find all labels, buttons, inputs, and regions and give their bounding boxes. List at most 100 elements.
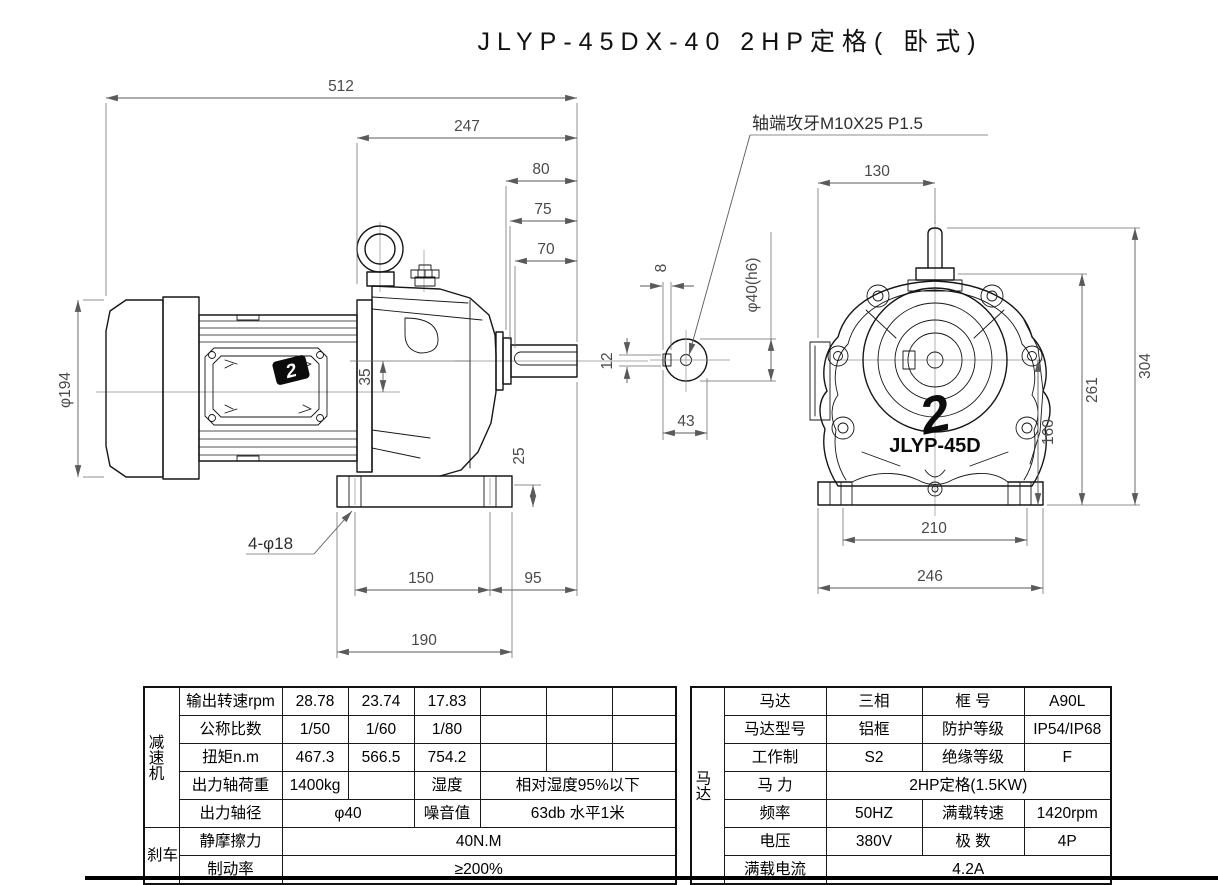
svg-text:2: 2	[283, 360, 300, 383]
row-label: 频率	[723, 799, 827, 828]
cell: F	[1023, 743, 1112, 772]
table-row: 出力轴荷重 1400kg 湿度 相对湿度95%以下	[144, 771, 677, 800]
dim-key-depth: 12	[599, 352, 616, 369]
table-row: 马达 马达 三相 框 号 A90L	[690, 686, 1112, 885]
dim-43: 43	[677, 413, 694, 430]
front-view: 2 JLYP-45D 130 30	[809, 163, 1154, 594]
table-row: 扭矩n.m 467.3 566.5 754.2	[144, 743, 677, 772]
table-row: 减速机 输出转速rpm 28.78 23.74 17.83	[143, 686, 677, 828]
row-label: 绝缘等级	[921, 743, 1025, 772]
table-row: 电压 380V 极 数 4P	[691, 827, 1112, 856]
dim-261: 261	[1084, 377, 1101, 403]
cell: 23.74	[347, 686, 415, 716]
cell	[545, 686, 613, 716]
cell: 1420rpm	[1023, 799, 1112, 828]
cell: 三相	[825, 686, 923, 716]
cell: 1/60	[347, 715, 415, 744]
dim-fan-diameter: φ194	[57, 372, 74, 408]
table-row: 马 力 2HP定格(1.5KW)	[691, 771, 1112, 800]
cell	[479, 715, 547, 744]
cell	[479, 743, 547, 772]
bolt-holes	[827, 284, 1043, 440]
side-view: 2	[57, 78, 648, 658]
row-label: 输出转速rpm	[178, 686, 283, 716]
row-label: 电压	[723, 827, 827, 856]
cell: IP54/IP68	[1023, 715, 1112, 744]
table-row: 公称比数 1/50 1/60 1/80	[144, 715, 677, 744]
row-label: 满载转速	[921, 799, 1025, 828]
table-row: 出力轴径 φ40 噪音值 63db 水平1米	[144, 799, 677, 828]
motor-spec-table: 马达 马达 三相 框 号 A90L 马达型号 铝框 防护等级 IP54/IP68…	[690, 686, 1112, 885]
row-label: 框 号	[921, 686, 1025, 716]
cell: 1400kg	[281, 771, 349, 800]
cell	[545, 715, 613, 744]
dim-bolt-width: 210	[921, 520, 947, 537]
row-label: 扭矩n.m	[178, 743, 283, 772]
cell: 566.5	[347, 743, 415, 772]
dim-160: 160	[1040, 419, 1057, 445]
cell: 4P	[1023, 827, 1112, 856]
row-label: 马达型号	[723, 715, 827, 744]
cell: S2	[825, 743, 923, 772]
cell: 40N.M	[281, 827, 677, 856]
cell	[347, 771, 415, 800]
row-label: 马达	[723, 686, 827, 716]
dim-base-width: 246	[917, 568, 943, 585]
dim-130: 130	[864, 163, 890, 180]
cell	[479, 686, 547, 716]
row-label: 湿度	[413, 771, 481, 800]
row-label: 噪音值	[413, 799, 481, 828]
table-row: 刹车 静摩擦力 40N.M	[143, 827, 677, 885]
row-label: 静摩擦力	[178, 827, 283, 856]
cell: 754.2	[413, 743, 481, 772]
drawing-title: JLYP-45DX-40 2HP定格( 卧式)	[477, 28, 983, 56]
cell: 1/50	[281, 715, 349, 744]
table-row: 频率 50HZ 满载转速 1420rpm	[691, 799, 1112, 828]
shaft-detail-view: 8 12 43 φ40(h6) 轴端攻牙M10X25 P1.5	[599, 114, 988, 440]
nameplate: 2	[204, 347, 328, 426]
dim-95: 95	[524, 570, 541, 587]
cell: A90L	[1023, 686, 1112, 716]
table-row: 工作制 S2 绝缘等级 F	[691, 743, 1112, 772]
cell: 28.78	[281, 686, 349, 716]
dim-gearbox-length: 247	[454, 118, 480, 135]
reducer-spec-table: 减速机 输出转速rpm 28.78 23.74 17.83 公称比数 1/50 …	[143, 686, 677, 885]
cell: 50HZ	[825, 799, 923, 828]
dim-bolt-span: 150	[408, 570, 434, 587]
cell	[545, 743, 613, 772]
dim-key-width: 8	[653, 264, 670, 273]
dim-foot-height: 25	[511, 447, 528, 464]
group-motor: 马达	[690, 686, 725, 885]
cell: 相对湿度95%以下	[479, 771, 677, 800]
row-label: 出力轴径	[178, 799, 283, 828]
cell: φ40	[281, 799, 415, 828]
dim-axis-offset: 35	[357, 368, 374, 385]
cell: 1/80	[413, 715, 481, 744]
table-row: 马达型号 铝框 防护等级 IP54/IP68	[691, 715, 1112, 744]
row-label: 极 数	[921, 827, 1025, 856]
group-reducer: 减速机	[143, 686, 180, 828]
svg-text:4-φ18: 4-φ18	[248, 534, 293, 553]
cell: 467.3	[281, 743, 349, 772]
front-model-label: JLYP-45D	[889, 435, 981, 457]
dim-75: 75	[534, 201, 551, 218]
cell	[611, 743, 677, 772]
cell	[611, 686, 677, 716]
dim-shaft-diameter: φ40(h6)	[744, 258, 761, 313]
shaft-tap-callout: 轴端攻牙M10X25 P1.5	[688, 114, 988, 356]
svg-text:轴端攻牙M10X25 P1.5: 轴端攻牙M10X25 P1.5	[752, 114, 923, 133]
row-label: 公称比数	[178, 715, 283, 744]
dim-overall-length: 512	[328, 78, 354, 95]
dim-foot-length: 190	[411, 632, 437, 649]
row-label: 工作制	[723, 743, 827, 772]
dim-70: 70	[537, 241, 555, 258]
cell	[611, 715, 677, 744]
row-label: 马 力	[723, 771, 827, 800]
foot-holes-callout: 4-φ18	[246, 510, 353, 555]
cell: 铝框	[825, 715, 923, 744]
cell: 63db 水平1米	[479, 799, 677, 828]
brand-mark-plate: 2	[272, 355, 310, 385]
cell: 17.83	[413, 686, 481, 716]
